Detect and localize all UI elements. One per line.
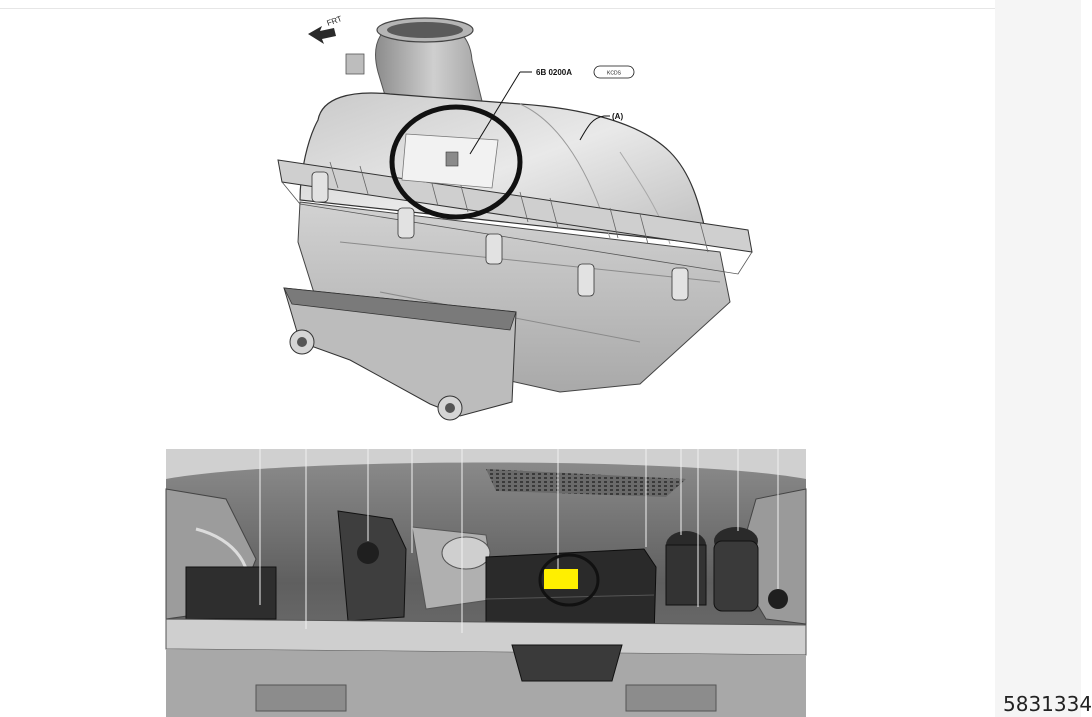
top-divider xyxy=(0,8,995,9)
side-panel xyxy=(995,0,1081,717)
label-highlight-marker xyxy=(544,569,578,589)
front-direction-arrow: FRT xyxy=(308,14,343,44)
part-number-callout: 6B 0200A KCDS xyxy=(469,65,635,155)
front-direction-label: FRT xyxy=(326,14,344,28)
air-cleaner-illustration: FRT xyxy=(277,14,753,421)
figure-id: 5831334 xyxy=(1003,692,1092,716)
label-callout-circle xyxy=(389,104,523,220)
kcds-badge-frame xyxy=(593,65,635,79)
engine-bay-photo xyxy=(165,449,807,717)
component-a-callout: (A) xyxy=(579,112,623,141)
lid-label-sticker xyxy=(401,133,499,189)
photo-callout-circle xyxy=(538,553,600,607)
component-a-label: (A) xyxy=(612,112,623,121)
air-inlet-snout xyxy=(283,287,517,421)
part-number-label: 6B 0200A xyxy=(536,68,572,77)
kcds-badge-label: KCDS xyxy=(607,71,622,77)
